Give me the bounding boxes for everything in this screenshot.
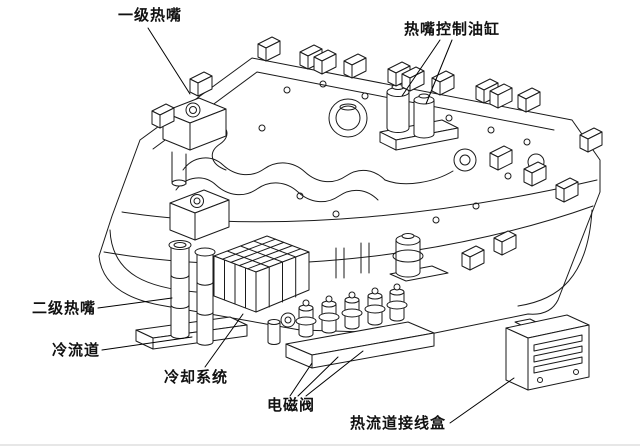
label-solenoid-valve: 电磁阀: [267, 396, 316, 414]
nozzle-control-cylinder-part: [379, 79, 459, 151]
middle-nozzle-part: [169, 189, 230, 241]
bolt-holes: [258, 80, 545, 224]
leader-lines: [97, 27, 515, 424]
label-nozzle-control-cylinder: 热嘴控制油缸: [404, 20, 501, 38]
solenoid-valve-part: [267, 242, 435, 369]
label-second-stage-nozzle: 二级热嘴: [32, 299, 97, 317]
right-lower-cylinder-part: [389, 233, 449, 282]
second-stage-nozzle-part: [168, 240, 216, 346]
label-cold-runner: 冷流道: [52, 341, 101, 359]
label-junction-box: 热流道接线盒: [350, 414, 447, 432]
bottom-divider: [0, 444, 640, 446]
junction-box-part: [505, 314, 590, 391]
label-cooling-system: 冷却系统: [164, 368, 229, 386]
label-first-stage-nozzle: 一级热嘴: [118, 6, 183, 24]
cold-runner-part: [135, 316, 248, 350]
cooling-block-part: [213, 235, 310, 313]
